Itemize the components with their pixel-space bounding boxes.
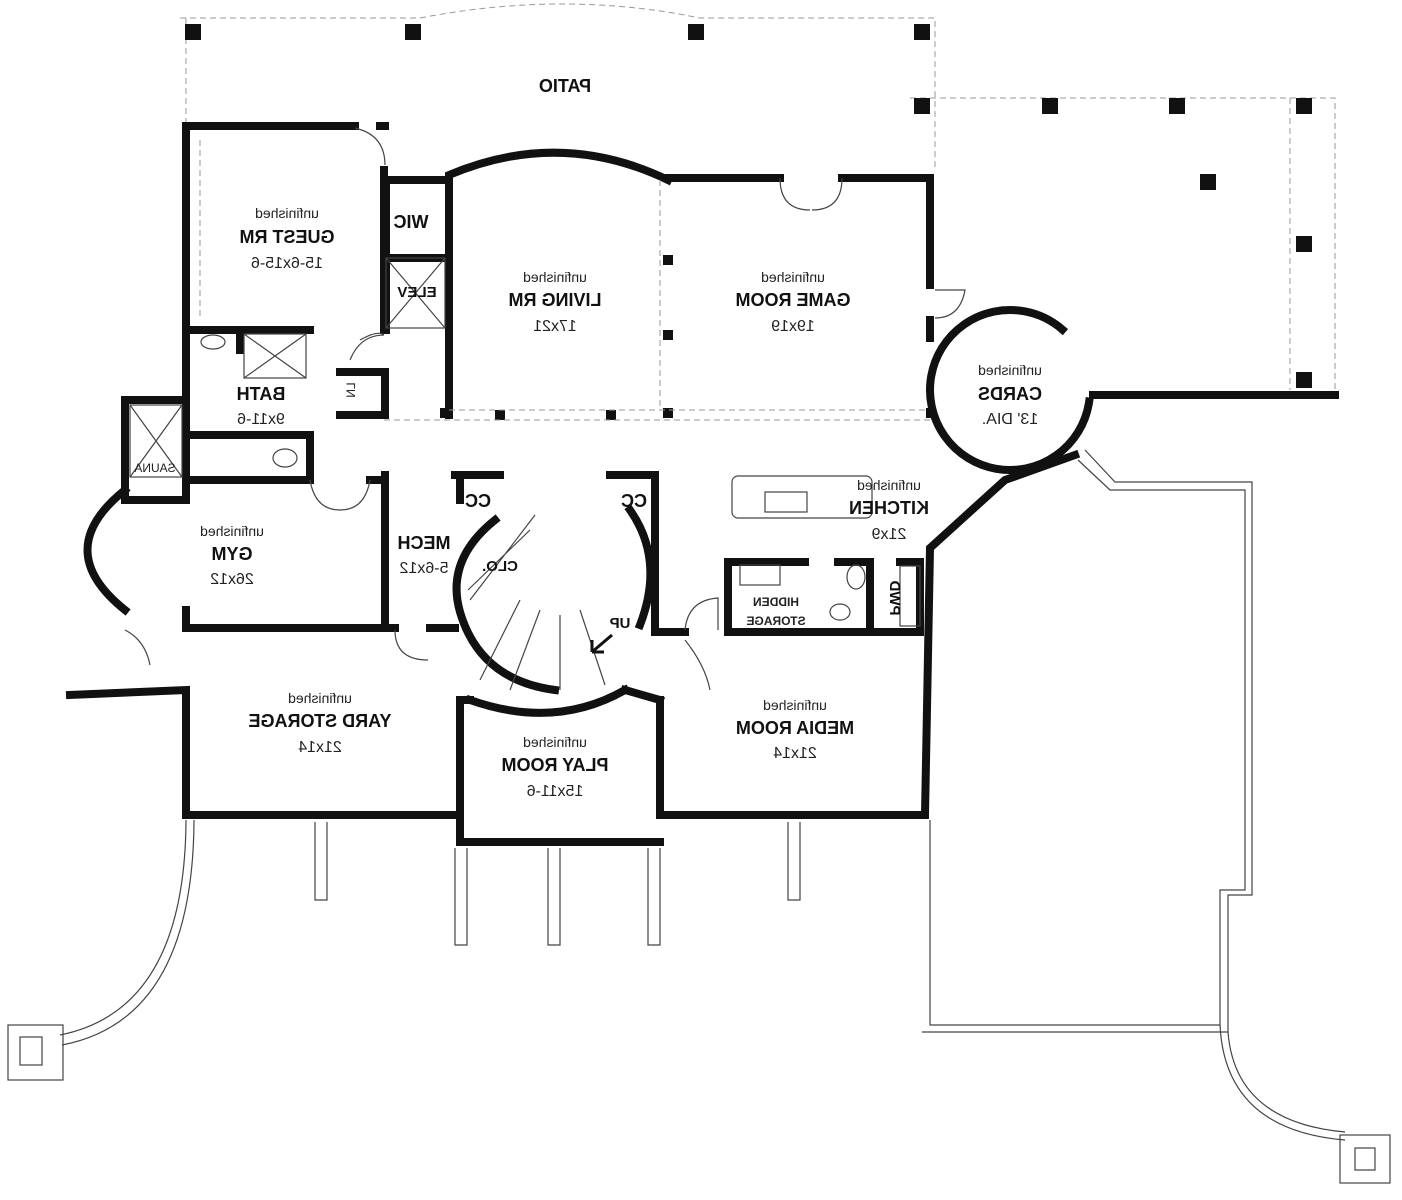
- cards-name: CARDS: [978, 384, 1042, 404]
- play-name: PLAY ROOM: [501, 755, 608, 775]
- kitchen-unfinished: unfinished: [857, 477, 921, 493]
- mech-size: 5-6x12: [399, 560, 448, 577]
- sauna-label: SAUNA: [134, 461, 175, 475]
- game-size: 19x19: [771, 318, 815, 335]
- gym-name: GYM: [211, 544, 252, 564]
- wic-label: WIC: [394, 212, 429, 232]
- guest-name: GUEST RM: [239, 227, 334, 247]
- guest-size: 15-6x15-6: [251, 255, 323, 272]
- guest-unfinished: unfinished: [255, 205, 319, 221]
- media-size: 21x14: [773, 745, 817, 762]
- kitchen-size: 21x9: [872, 526, 907, 543]
- labels: PATIO unfinished GUEST RM 15-6x15-6 WIC …: [134, 76, 1042, 800]
- ln-label: LN: [344, 382, 358, 397]
- cards-unfinished: unfinished: [978, 362, 1042, 378]
- living-size: 17x21: [533, 318, 577, 335]
- cc-label-right: CC: [621, 491, 647, 511]
- gym-size: 26x12: [210, 571, 254, 588]
- up-label: UP: [610, 615, 631, 632]
- living-unfinished: unfinished: [523, 269, 587, 285]
- cards-size: 13' DIA.: [982, 411, 1038, 428]
- media-unfinished: unfinished: [763, 697, 827, 713]
- play-unfinished: unfinished: [523, 734, 587, 750]
- game-name: GAME ROOM: [736, 290, 851, 310]
- pwd-label: PWD: [886, 580, 903, 615]
- elev-label: ELEV: [397, 284, 436, 301]
- bath-size: 9x11-6: [237, 411, 285, 428]
- walls: [65, 122, 1339, 846]
- patio-label: PATIO: [539, 76, 591, 96]
- game-unfinished: unfinished: [761, 269, 825, 285]
- bath-name: BATH: [237, 384, 286, 404]
- mech-name: MECH: [398, 533, 451, 553]
- media-name: MEDIA ROOM: [736, 718, 854, 738]
- living-name: LIVING RM: [509, 290, 602, 310]
- yard-size: 21x14: [298, 739, 342, 756]
- terrace-lines: [7, 449, 1391, 1184]
- clo-label: CLO.: [482, 558, 518, 575]
- gym-unfinished: unfinished: [200, 523, 264, 539]
- yard-name: YARD STORAGE: [248, 711, 391, 731]
- hidden-storage-label-1: HIDDEN: [753, 595, 799, 609]
- kitchen-name: KITCHEN: [849, 498, 929, 518]
- yard-unfinished: unfinished: [288, 690, 352, 706]
- up-arrow-icon: [590, 633, 613, 654]
- patio-outline: [180, 3, 1336, 390]
- cc-label-left: CC: [465, 491, 491, 511]
- hidden-storage-label-2: STORAGE: [746, 614, 805, 628]
- play-size: 15x11-6: [527, 783, 584, 800]
- patio-columns: [185, 24, 1312, 388]
- fixtures: [124, 127, 966, 691]
- wall-posts: [440, 255, 936, 420]
